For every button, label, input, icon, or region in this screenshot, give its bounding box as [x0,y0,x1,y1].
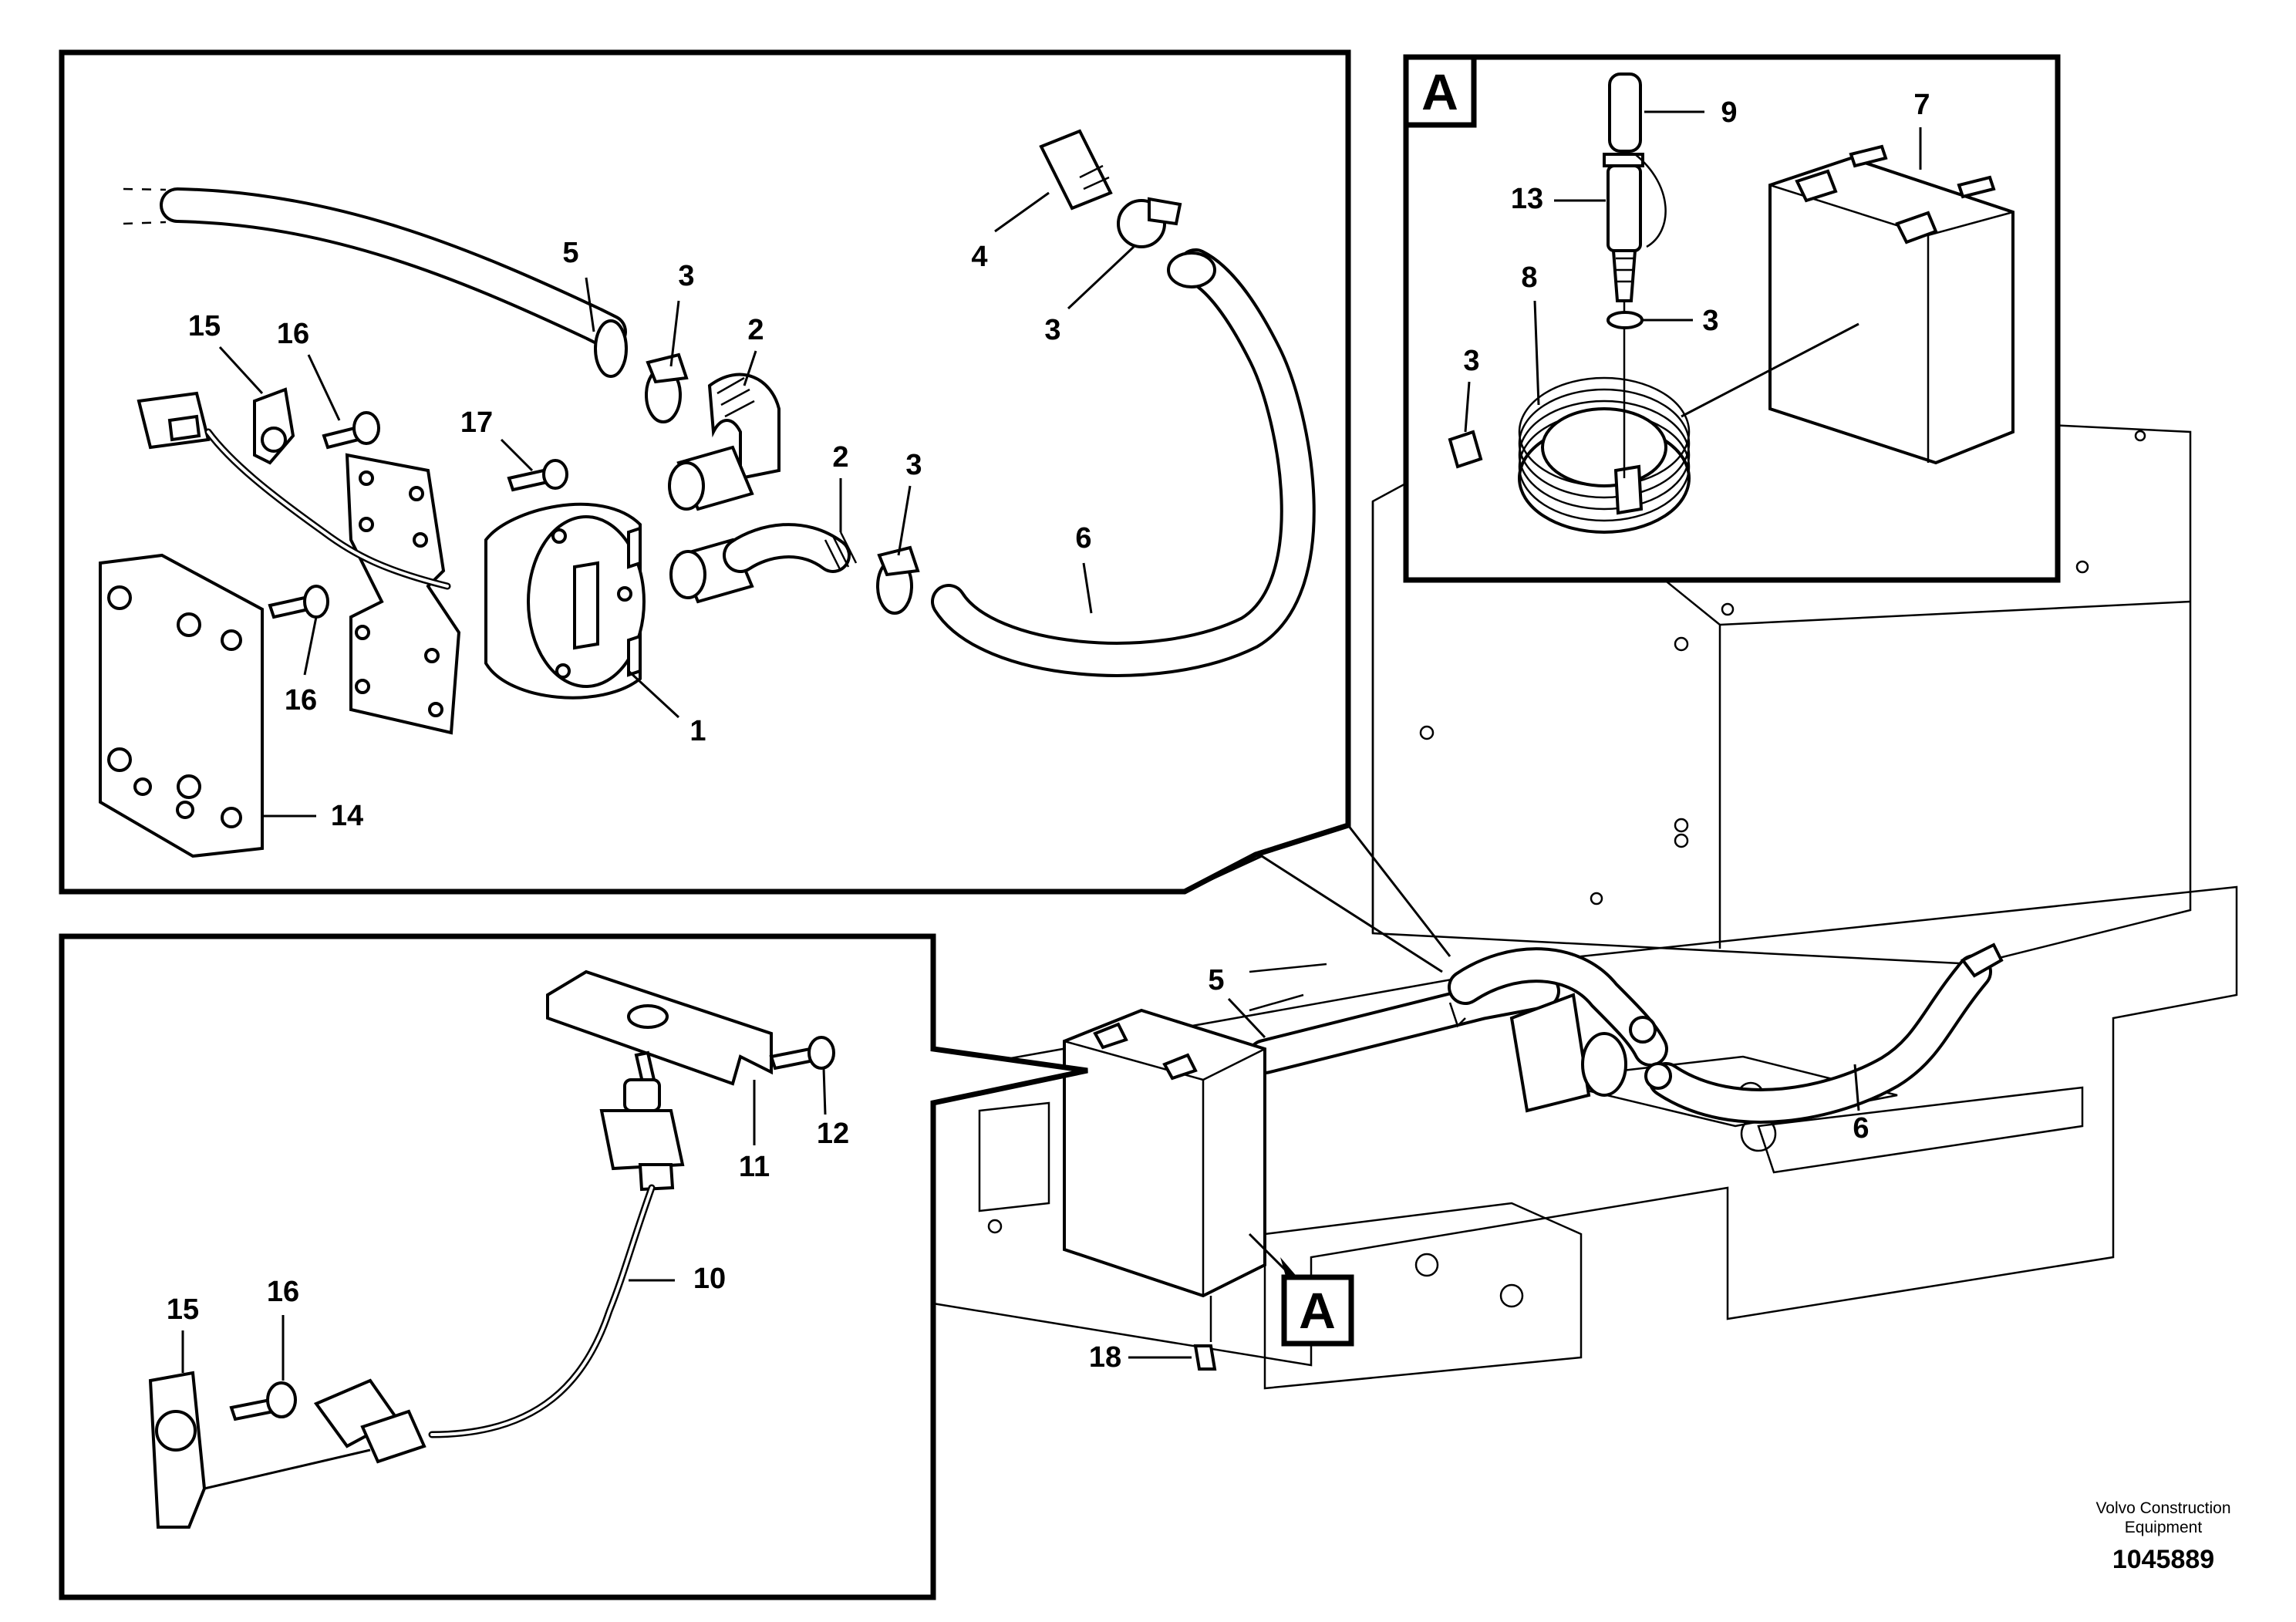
callout-4: 4 [971,241,987,273]
callout-14: 14 [331,800,363,832]
frame-pointer-right [1347,824,1451,957]
callout-7: 7 [1913,89,1930,121]
bolt-18 [1193,1344,1217,1371]
machine-battery-box [1063,1008,1266,1298]
callout-13: 13 [1511,183,1543,215]
callouts-switch-assembly: 12 11 10 15 16 [167,1067,849,1381]
callout-15-switch: 15 [167,1293,199,1326]
callout-11: 11 [739,1151,770,1183]
detail-A-tag [1403,54,1477,128]
pump-mounting-bracket [345,453,461,735]
callout-16-switch: 16 [267,1276,299,1308]
callout-5: 5 [562,237,578,269]
callout-1: 1 [689,715,706,747]
document-number: 1045889 [2112,1545,2214,1574]
chassis-outline [932,885,2238,1367]
callout-10: 10 [693,1263,726,1295]
callout-16-top: 16 [277,318,309,350]
sensor-cap-9 [1608,73,1642,153]
callouts-pump-assembly: 5 3 2 15 16 17 4 3 2 3 6 16 1 14 [188,191,1135,832]
callout-5-machine: 5 [1208,964,1224,996]
switch-bracket-11 [546,969,773,1086]
machine-frame-view [932,400,2238,1390]
detail-A-label: A [1421,63,1458,120]
callout-6: 6 [1075,522,1091,555]
callout-3-A-left: 3 [1463,345,1479,377]
hose-clamp-A [1607,311,1644,329]
callout-9: 9 [1721,96,1737,129]
pump-assembly-illustration [99,129,1316,858]
switch-assembly-illustration [148,969,835,1529]
frame-pointer-left [1184,855,1443,973]
detail-frame-switch [59,933,1088,1600]
callout-3-upper-right: 3 [1044,314,1060,346]
callout-2: 2 [747,314,764,346]
toggle-switch-body [599,1109,685,1171]
callouts-machine: 5 6 18 A [1089,964,1870,1374]
clip-3-left [1448,430,1483,469]
callout-18: 18 [1089,1341,1121,1374]
callout-15: 15 [188,310,221,342]
battery-box-7 [1768,156,2014,465]
brand-line-2: Equipment [2125,1519,2203,1536]
callout-8: 8 [1521,261,1537,294]
callout-16-left: 16 [285,684,317,717]
callout-3-lower: 3 [905,449,922,481]
footer: Volvo Construction Equipment 1045889 [2095,1499,2230,1574]
callouts-detail-A: 9 7 13 8 3 3 [1463,89,1930,433]
callout-3: 3 [678,260,694,292]
sensor-body-13 [1607,164,1642,252]
hose-fitting-4 [1039,129,1113,211]
machine-detail-A-label: A [1299,1282,1336,1339]
elbow-fitting-upper [707,373,781,481]
callout-17: 17 [460,406,493,439]
machine-pump [1509,993,1591,1113]
machine-detail-A-tag [1281,1274,1354,1347]
tank-top-edge [1719,600,2191,626]
callout-2-lower: 2 [832,441,848,474]
chassis-bracket [1263,1202,1583,1390]
callout-12: 12 [817,1118,849,1150]
callout-6-machine: 6 [1853,1112,1869,1145]
callout-3-A: 3 [1702,305,1718,337]
detail-A-illustration [1448,73,2014,534]
brand-line-1: Volvo Construction [2095,1499,2230,1517]
